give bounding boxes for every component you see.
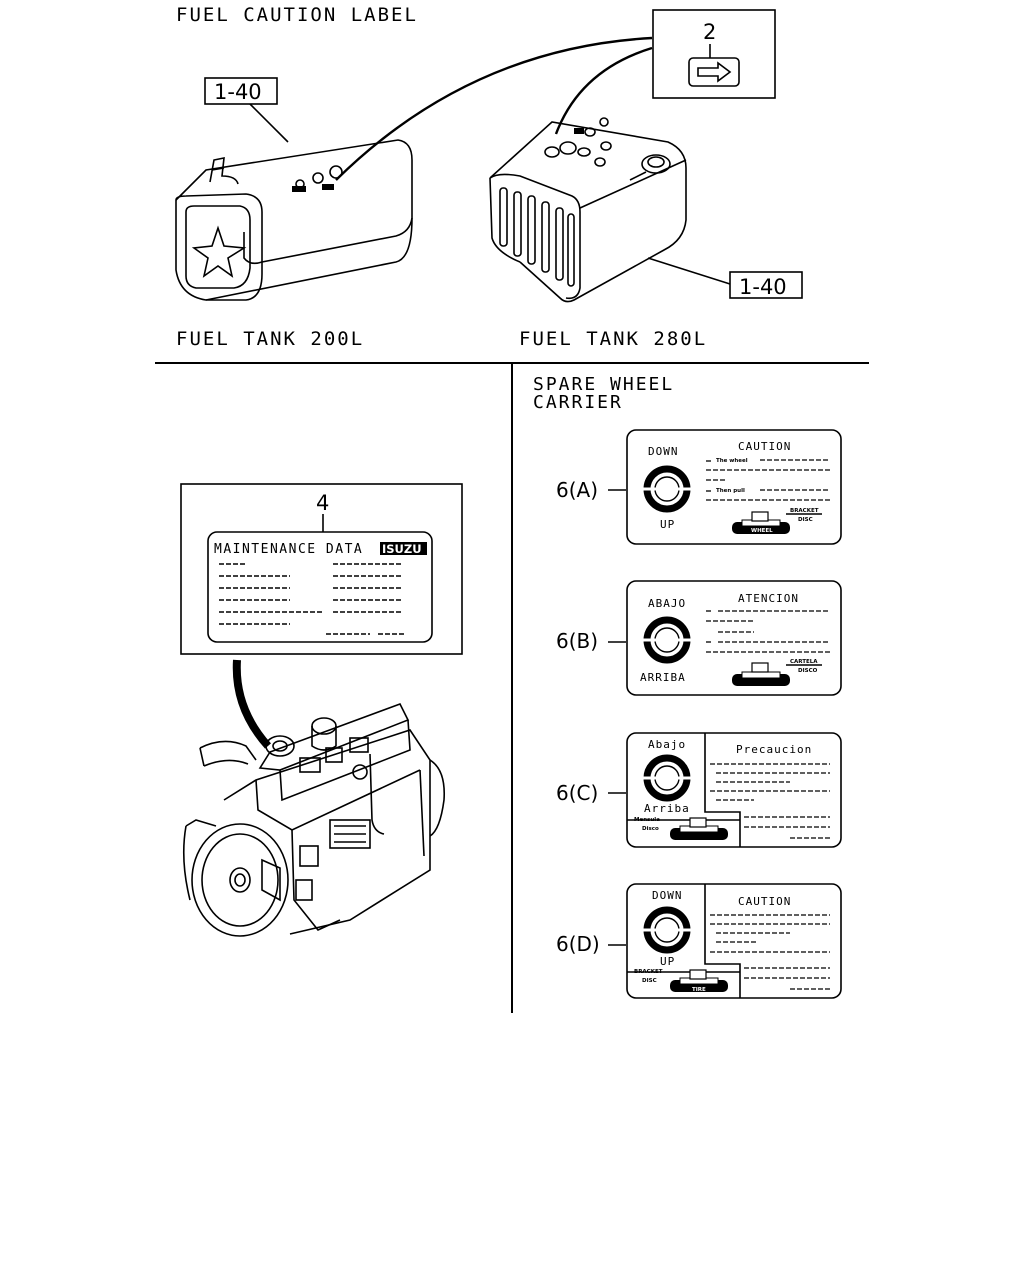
isuzu-logo-text: ISUZU	[382, 542, 422, 556]
label-a-top: DOWN	[648, 445, 679, 458]
callout-4-text: 4	[316, 491, 329, 515]
leader-right	[647, 257, 731, 285]
label-c-top: Abajo	[648, 738, 686, 751]
label-a-base: WHEEL	[751, 528, 773, 534]
spare-wheel-title-1: SPARE WHEEL	[533, 374, 674, 395]
label-d-tag1: BRACKET	[634, 969, 663, 975]
maintenance-heading: MAINTENANCE DATA	[214, 542, 363, 557]
label-a-note2: Then pull	[716, 488, 745, 494]
spare-wheel-title-2: CARRIER	[533, 392, 623, 413]
label-b-top: ABAJO	[648, 597, 686, 610]
ref-6a: 6(A)	[556, 478, 598, 502]
fuel-tank-200l	[175, 139, 413, 301]
ref-6b: 6(B)	[556, 629, 598, 653]
callout-arrow-text: 2	[703, 20, 716, 44]
label-d-heading: CAUTION	[738, 895, 791, 908]
callout-box-left	[204, 77, 278, 105]
label-a-tag2: DISC	[798, 517, 813, 523]
isuzu-logo	[380, 542, 427, 555]
label-b-bottom: ARRIBA	[640, 671, 686, 684]
label-a-heading: CAUTION	[738, 440, 791, 453]
tank-280-label: FUEL TANK 280L	[519, 328, 707, 350]
label-c-bottom: Arriba	[644, 802, 690, 815]
callout-left-text: 1-40	[214, 80, 262, 104]
fuel-tank-280l	[489, 117, 687, 303]
label-b-tag2: DISCO	[798, 668, 818, 674]
label-b-tag1: CARTELA	[790, 659, 818, 665]
ref-6c: 6(C)	[556, 781, 598, 805]
label-a-note1: The wheel	[716, 458, 748, 464]
tank-200-label: FUEL TANK 200L	[176, 328, 364, 350]
label-d-top: DOWN	[652, 889, 683, 902]
spare-wheel-label-b: 6(B) ABAJO ARRIBA ATENCION CARTELA DISCO	[556, 580, 842, 696]
label-c-heading: Precaucion	[736, 743, 812, 756]
arrow-label-box	[652, 9, 776, 99]
leader-left	[249, 103, 289, 143]
maintenance-frame	[180, 483, 463, 655]
spare-wheel-label-c: 6(C) Abajo Arriba Precaucion Mensula Dis…	[556, 732, 842, 848]
label-d-tag2: DISC	[642, 978, 657, 984]
callout-box-right	[729, 271, 803, 299]
spare-wheel-label-d: 6(D) DOWN UP CAUTION BRACKET DISC TIRE	[556, 883, 842, 999]
maintenance-label	[207, 531, 433, 643]
engine-illustration	[182, 703, 446, 937]
label-a-tag1: BRACKET	[790, 508, 819, 514]
callout-right-text: 1-40	[739, 275, 787, 299]
label-d-base: TIRE	[692, 987, 706, 993]
spare-wheel-label-a: 6(A) DOWN UP CAUTION The wheel Then pull…	[556, 429, 842, 545]
arrow-right-icon	[697, 61, 732, 83]
label-a-bottom: UP	[660, 518, 675, 531]
label-c-tag1: Mensula	[634, 817, 660, 823]
maintenance-lines	[219, 563, 406, 635]
label-b-heading: ATENCION	[738, 592, 799, 605]
fuel-caution-title: FUEL CAUTION LABEL	[176, 4, 418, 26]
label-d-bottom: UP	[660, 955, 675, 968]
ref-6d: 6(D)	[556, 932, 600, 956]
arrow-label-frame	[688, 57, 740, 87]
label-c-tag2: Disco	[642, 826, 659, 832]
